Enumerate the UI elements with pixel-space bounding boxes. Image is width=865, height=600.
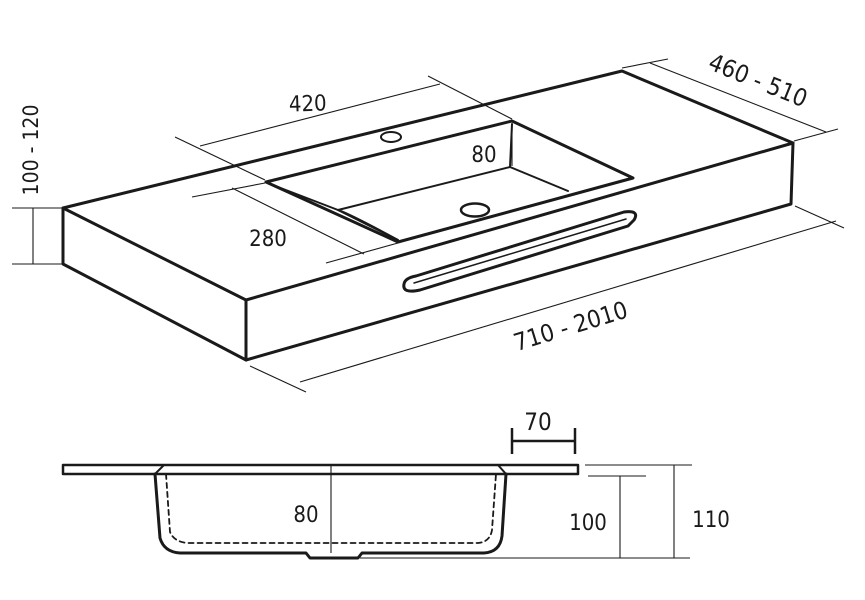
section-top-slab (61, 463, 580, 476)
dim-280-label: 280 (249, 227, 287, 252)
section-view (61, 463, 580, 560)
section-bowl-inner-dashed (165, 473, 497, 544)
dim-bowl-depth-label: 80 (471, 143, 496, 168)
dim-280-line (231, 187, 365, 255)
dim-depth-line (649, 62, 827, 133)
section-bowl-lip-right (497, 464, 507, 475)
dim-100-label: 100 (569, 511, 607, 536)
section-bowl-outline (153, 472, 508, 560)
tap-hole-icon (380, 131, 402, 143)
dim-length-label: 710 - 2010 (510, 296, 631, 357)
section-dimension-lines (330, 428, 692, 559)
dim-depth-ext-top (621, 58, 669, 69)
dim-inner-depth-label: 80 (293, 503, 318, 528)
dim-length-line (299, 220, 837, 383)
iso-view (61, 69, 795, 362)
dim-420-ext-right (427, 75, 513, 120)
dim-280-ext (191, 182, 266, 198)
dim-length-ext-left (249, 365, 307, 393)
dim-420-line (199, 83, 441, 147)
dim-thickness-label: 100 - 120 (19, 105, 43, 196)
basin-rim (264, 119, 635, 244)
dim-280-ext2 (325, 242, 399, 264)
basin-inner-side (337, 209, 399, 241)
dim-110-label: 110 (692, 508, 730, 533)
basin-inner-back (277, 123, 513, 211)
dim-70-label: 70 (524, 408, 551, 436)
countertop-top-face (61, 69, 795, 302)
handle-slot (402, 210, 638, 293)
iso-dimension-lines (12, 58, 845, 393)
drain-icon (459, 202, 491, 218)
countertop-side-face (244, 141, 795, 362)
dim-depth-ext-right (793, 128, 839, 142)
dim-420-ext-left (174, 136, 266, 181)
dim-depth-label: 460 - 510 (705, 48, 812, 113)
dim-420-label: 420 (288, 91, 327, 117)
section-bowl-lip-left (154, 464, 165, 475)
handle-slot-inner (413, 218, 627, 284)
countertop-front-face (61, 206, 248, 362)
dim-length-ext-right (794, 205, 845, 229)
